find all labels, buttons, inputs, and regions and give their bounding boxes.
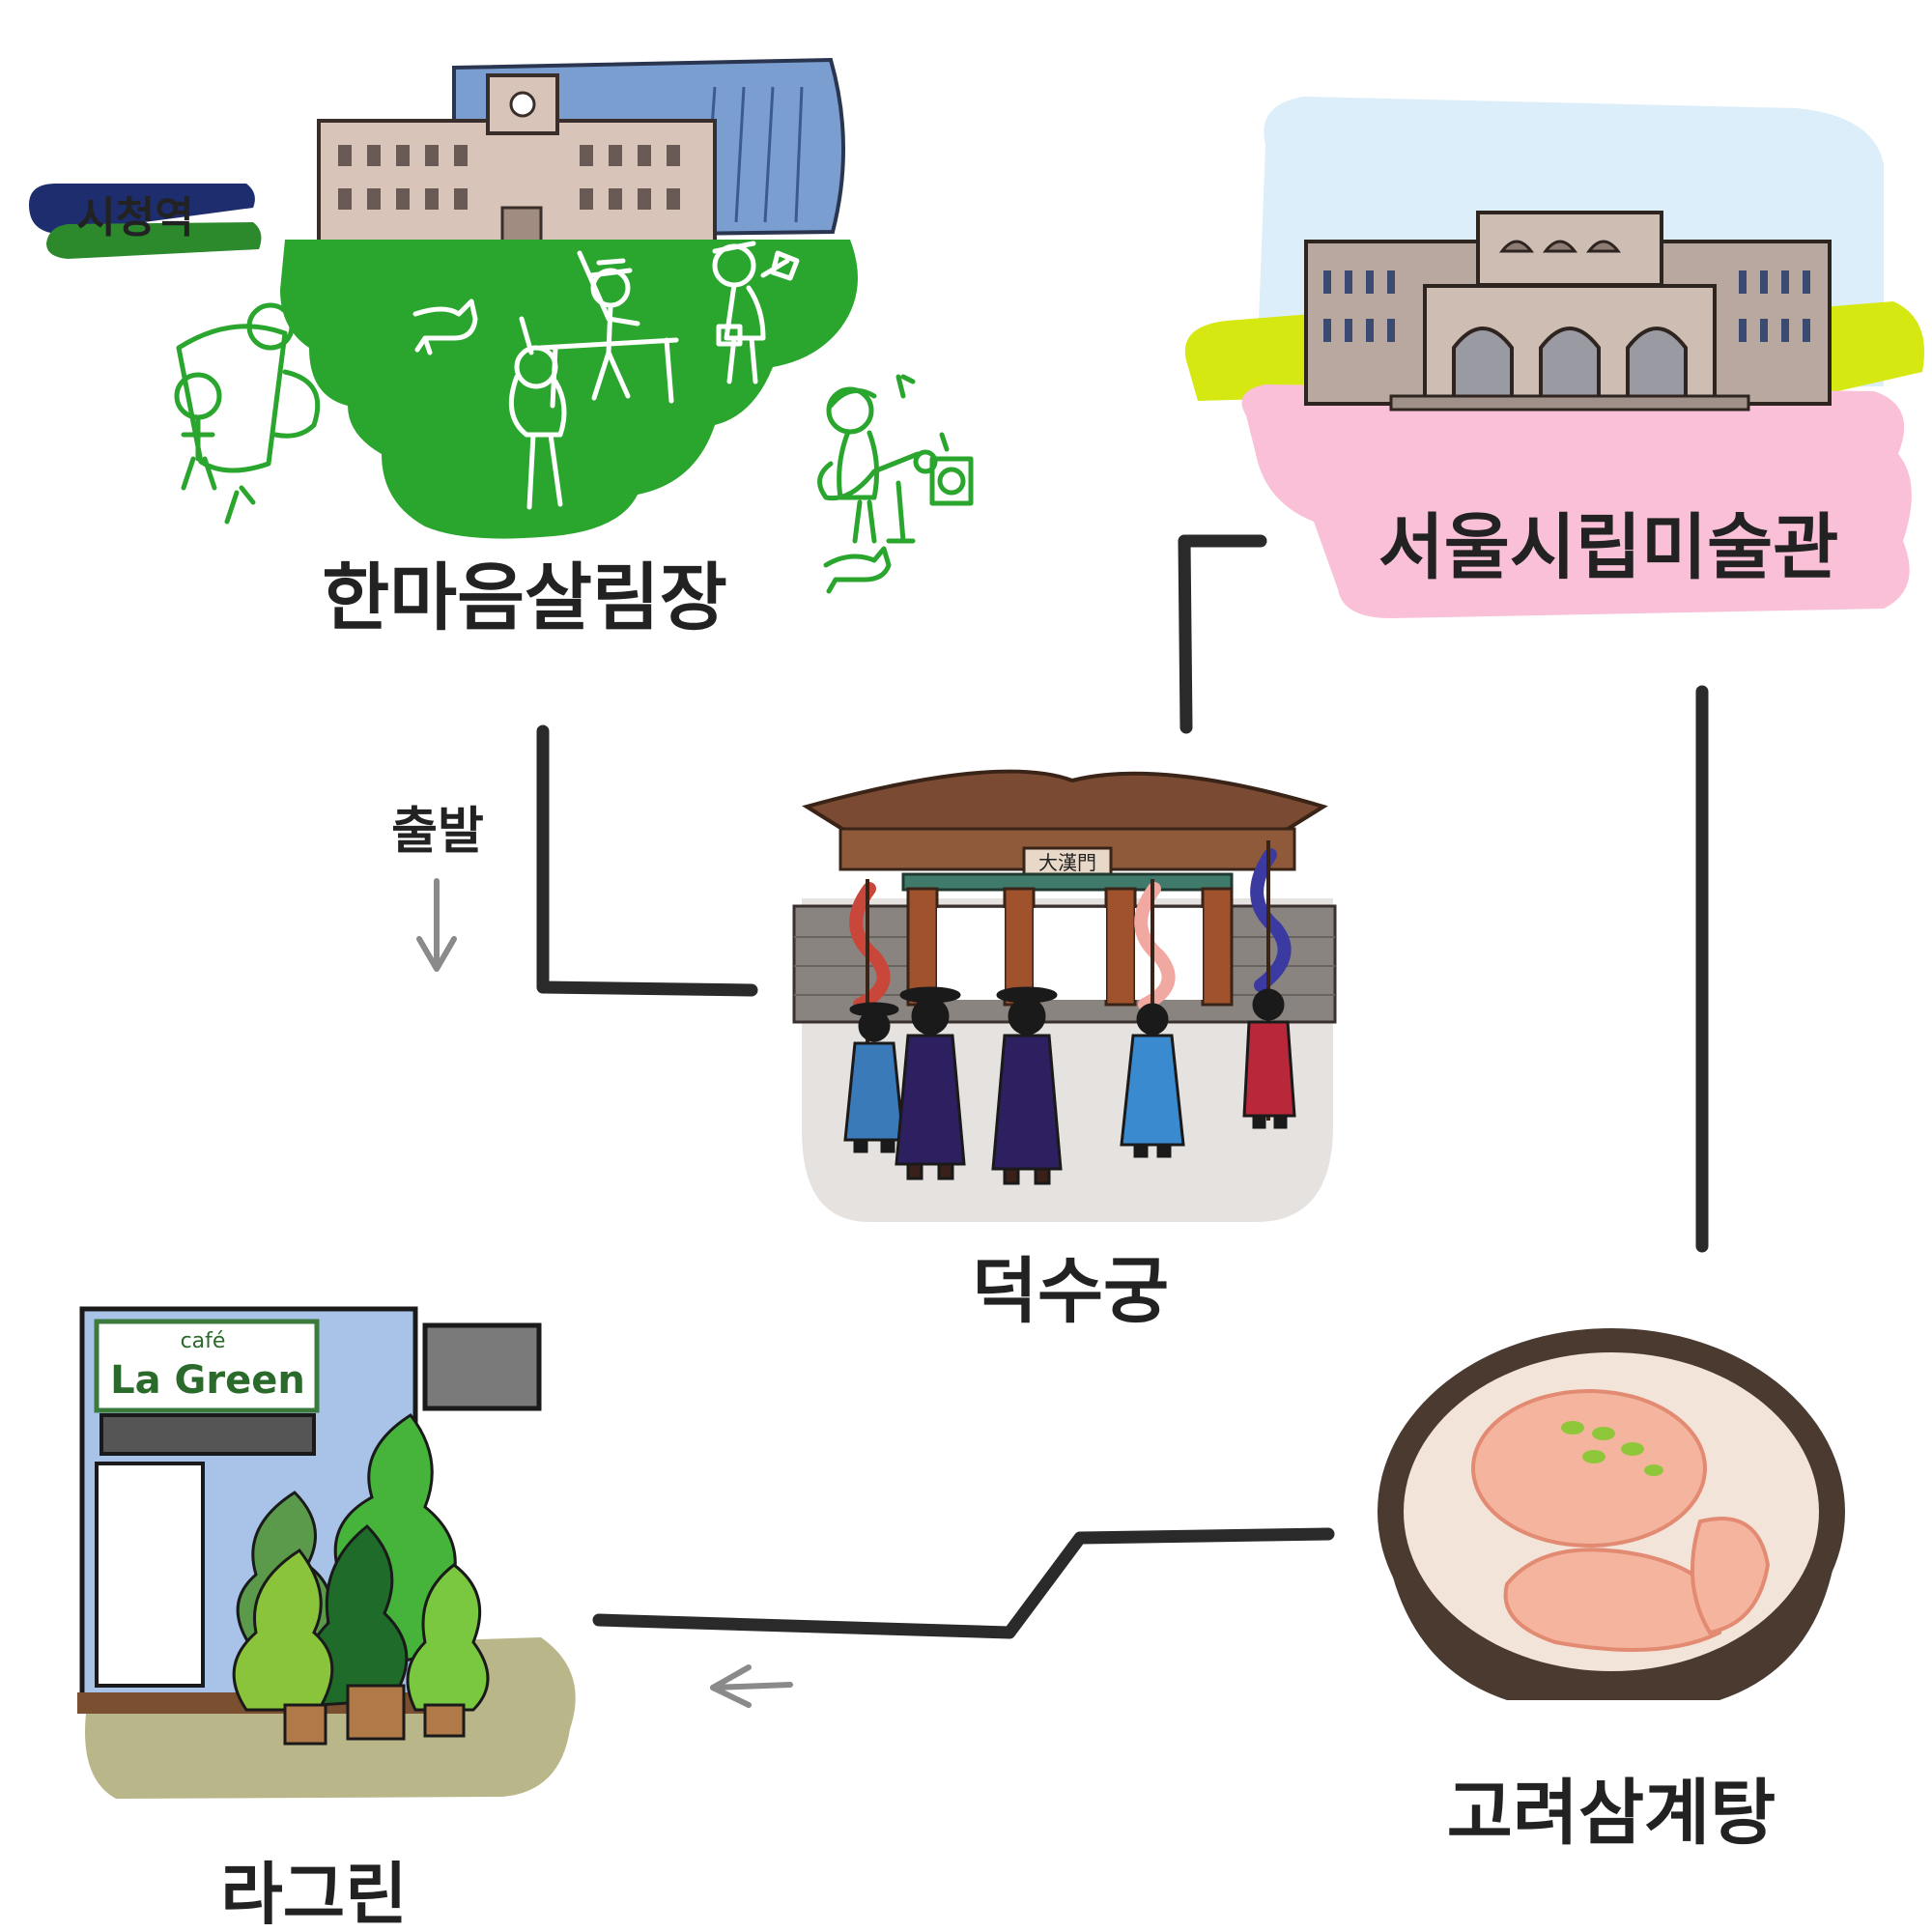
palace-illustration: 大漢門 (792, 769, 1337, 1222)
cafe-sign-big: La Green (110, 1358, 305, 1403)
arrow-left-icon (710, 1664, 793, 1708)
cafe-sign-small: café (181, 1329, 226, 1353)
route-samgyetang-to-cafe (592, 1527, 1335, 1639)
start-label: 출발 (391, 803, 484, 861)
cafe-illustration: café La Green (77, 1306, 576, 1799)
route-plaza-to-palace (536, 724, 758, 997)
station-badge: 시청역 (29, 184, 262, 259)
plaza-illustration (174, 57, 974, 594)
route-palace-to-museum (1178, 534, 1267, 734)
samgyetang-illustration (1378, 1328, 1845, 1700)
cafe-label: 라그린 (220, 1855, 407, 1932)
station-badge-label: 시청역 (76, 193, 193, 242)
plaza-label: 한마음살림장 (322, 554, 727, 640)
museum-illustration (1184, 97, 1924, 618)
arrow-down-icon (416, 878, 457, 972)
palace-sign: 大漢門 (1038, 851, 1096, 874)
museum-label: 서울시립미술관 (1378, 506, 1839, 589)
samgyetang-label: 고려삼계탕 (1447, 1772, 1776, 1855)
route-lines (536, 534, 1709, 1639)
palace-label: 덕수궁 (972, 1250, 1169, 1333)
